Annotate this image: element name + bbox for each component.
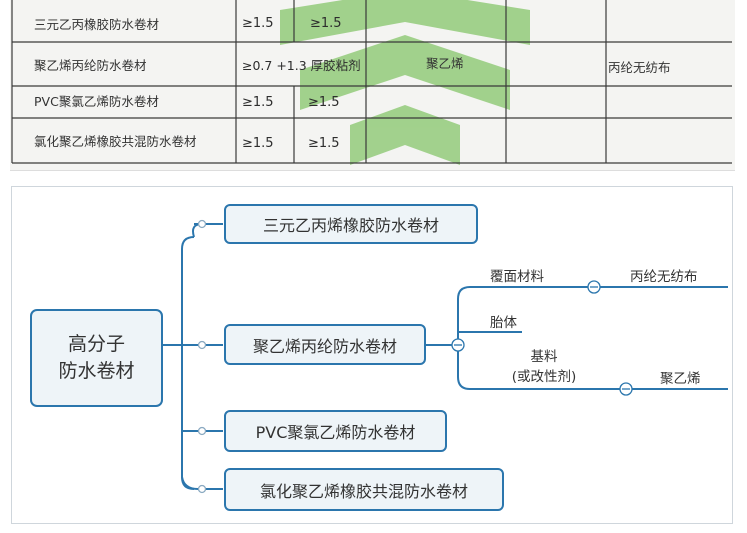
row2-name: 聚乙烯丙纶防水卷材 — [34, 58, 147, 73]
child-node-pe-polypropylene[interactable]: 聚乙烯丙纶防水卷材 — [224, 324, 426, 365]
row3-c2: ≥1.5 — [308, 95, 340, 110]
child-node-cpe-rubber[interactable]: 氯化聚乙烯橡胶共混防水卷材 — [224, 468, 504, 511]
mindmap-connectors — [162, 219, 728, 494]
base-line2: (或改性剂) — [511, 369, 577, 385]
branch-cover-value: 丙纶无纺布 — [630, 269, 698, 285]
child-node-epdm[interactable]: 三元乙丙烯橡胶防水卷材 — [224, 204, 478, 244]
row1-c2: ≥1.5 — [310, 16, 342, 31]
root-line2: 防水卷材 — [58, 360, 135, 382]
child-label: PVC聚氯乙烯防水卷材 — [255, 423, 416, 442]
mindmap-panel: 高分子 防水卷材 三元乙丙烯橡胶防水卷材 聚乙烯丙纶防水卷材 PVC聚氯乙烯防水… — [11, 186, 733, 524]
child-label: 三元乙丙烯橡胶防水卷材 — [262, 216, 439, 235]
branch-cover-label: 覆面材料 — [490, 269, 544, 285]
branch-base-value: 聚乙烯 — [660, 371, 701, 387]
row2-c1: ≥0.7 +1.3 厚胶粘剂 — [242, 58, 361, 73]
row3-name: PVC聚氯乙烯防水卷材 — [34, 94, 159, 109]
watermark-logo — [280, 0, 530, 165]
row4-c1: ≥1.5 — [242, 136, 274, 151]
child-node-pvc[interactable]: PVC聚氯乙烯防水卷材 — [224, 410, 447, 452]
root-line1: 高分子 — [67, 333, 125, 355]
branch-core-label: 胎体 — [490, 315, 517, 331]
row4-name: 氯化聚乙烯橡胶共混防水卷材 — [34, 134, 197, 149]
row2-c3: 聚乙烯 — [426, 56, 464, 71]
child-label: 聚乙烯丙纶防水卷材 — [252, 336, 397, 356]
base-line1: 基料 — [530, 349, 558, 365]
row2-c4: 丙纶无纺布 — [608, 60, 671, 75]
row1-c1: ≥1.5 — [242, 16, 274, 31]
row3-c1: ≥1.5 — [242, 95, 274, 110]
root-node[interactable]: 高分子 防水卷材 — [30, 309, 163, 407]
branch-base-label: 基料 (或改性剂) — [494, 347, 594, 387]
child-label: 氯化聚乙烯橡胶共混防水卷材 — [259, 481, 468, 501]
row4-c2: ≥1.5 — [308, 136, 340, 151]
spec-table: 三元乙丙橡胶防水卷材 ≥1.5 ≥1.5 聚乙烯丙纶防水卷材 ≥0.7 +1.3… — [10, 0, 735, 170]
table-grid — [11, 0, 732, 165]
row1-name: 三元乙丙橡胶防水卷材 — [34, 17, 160, 32]
